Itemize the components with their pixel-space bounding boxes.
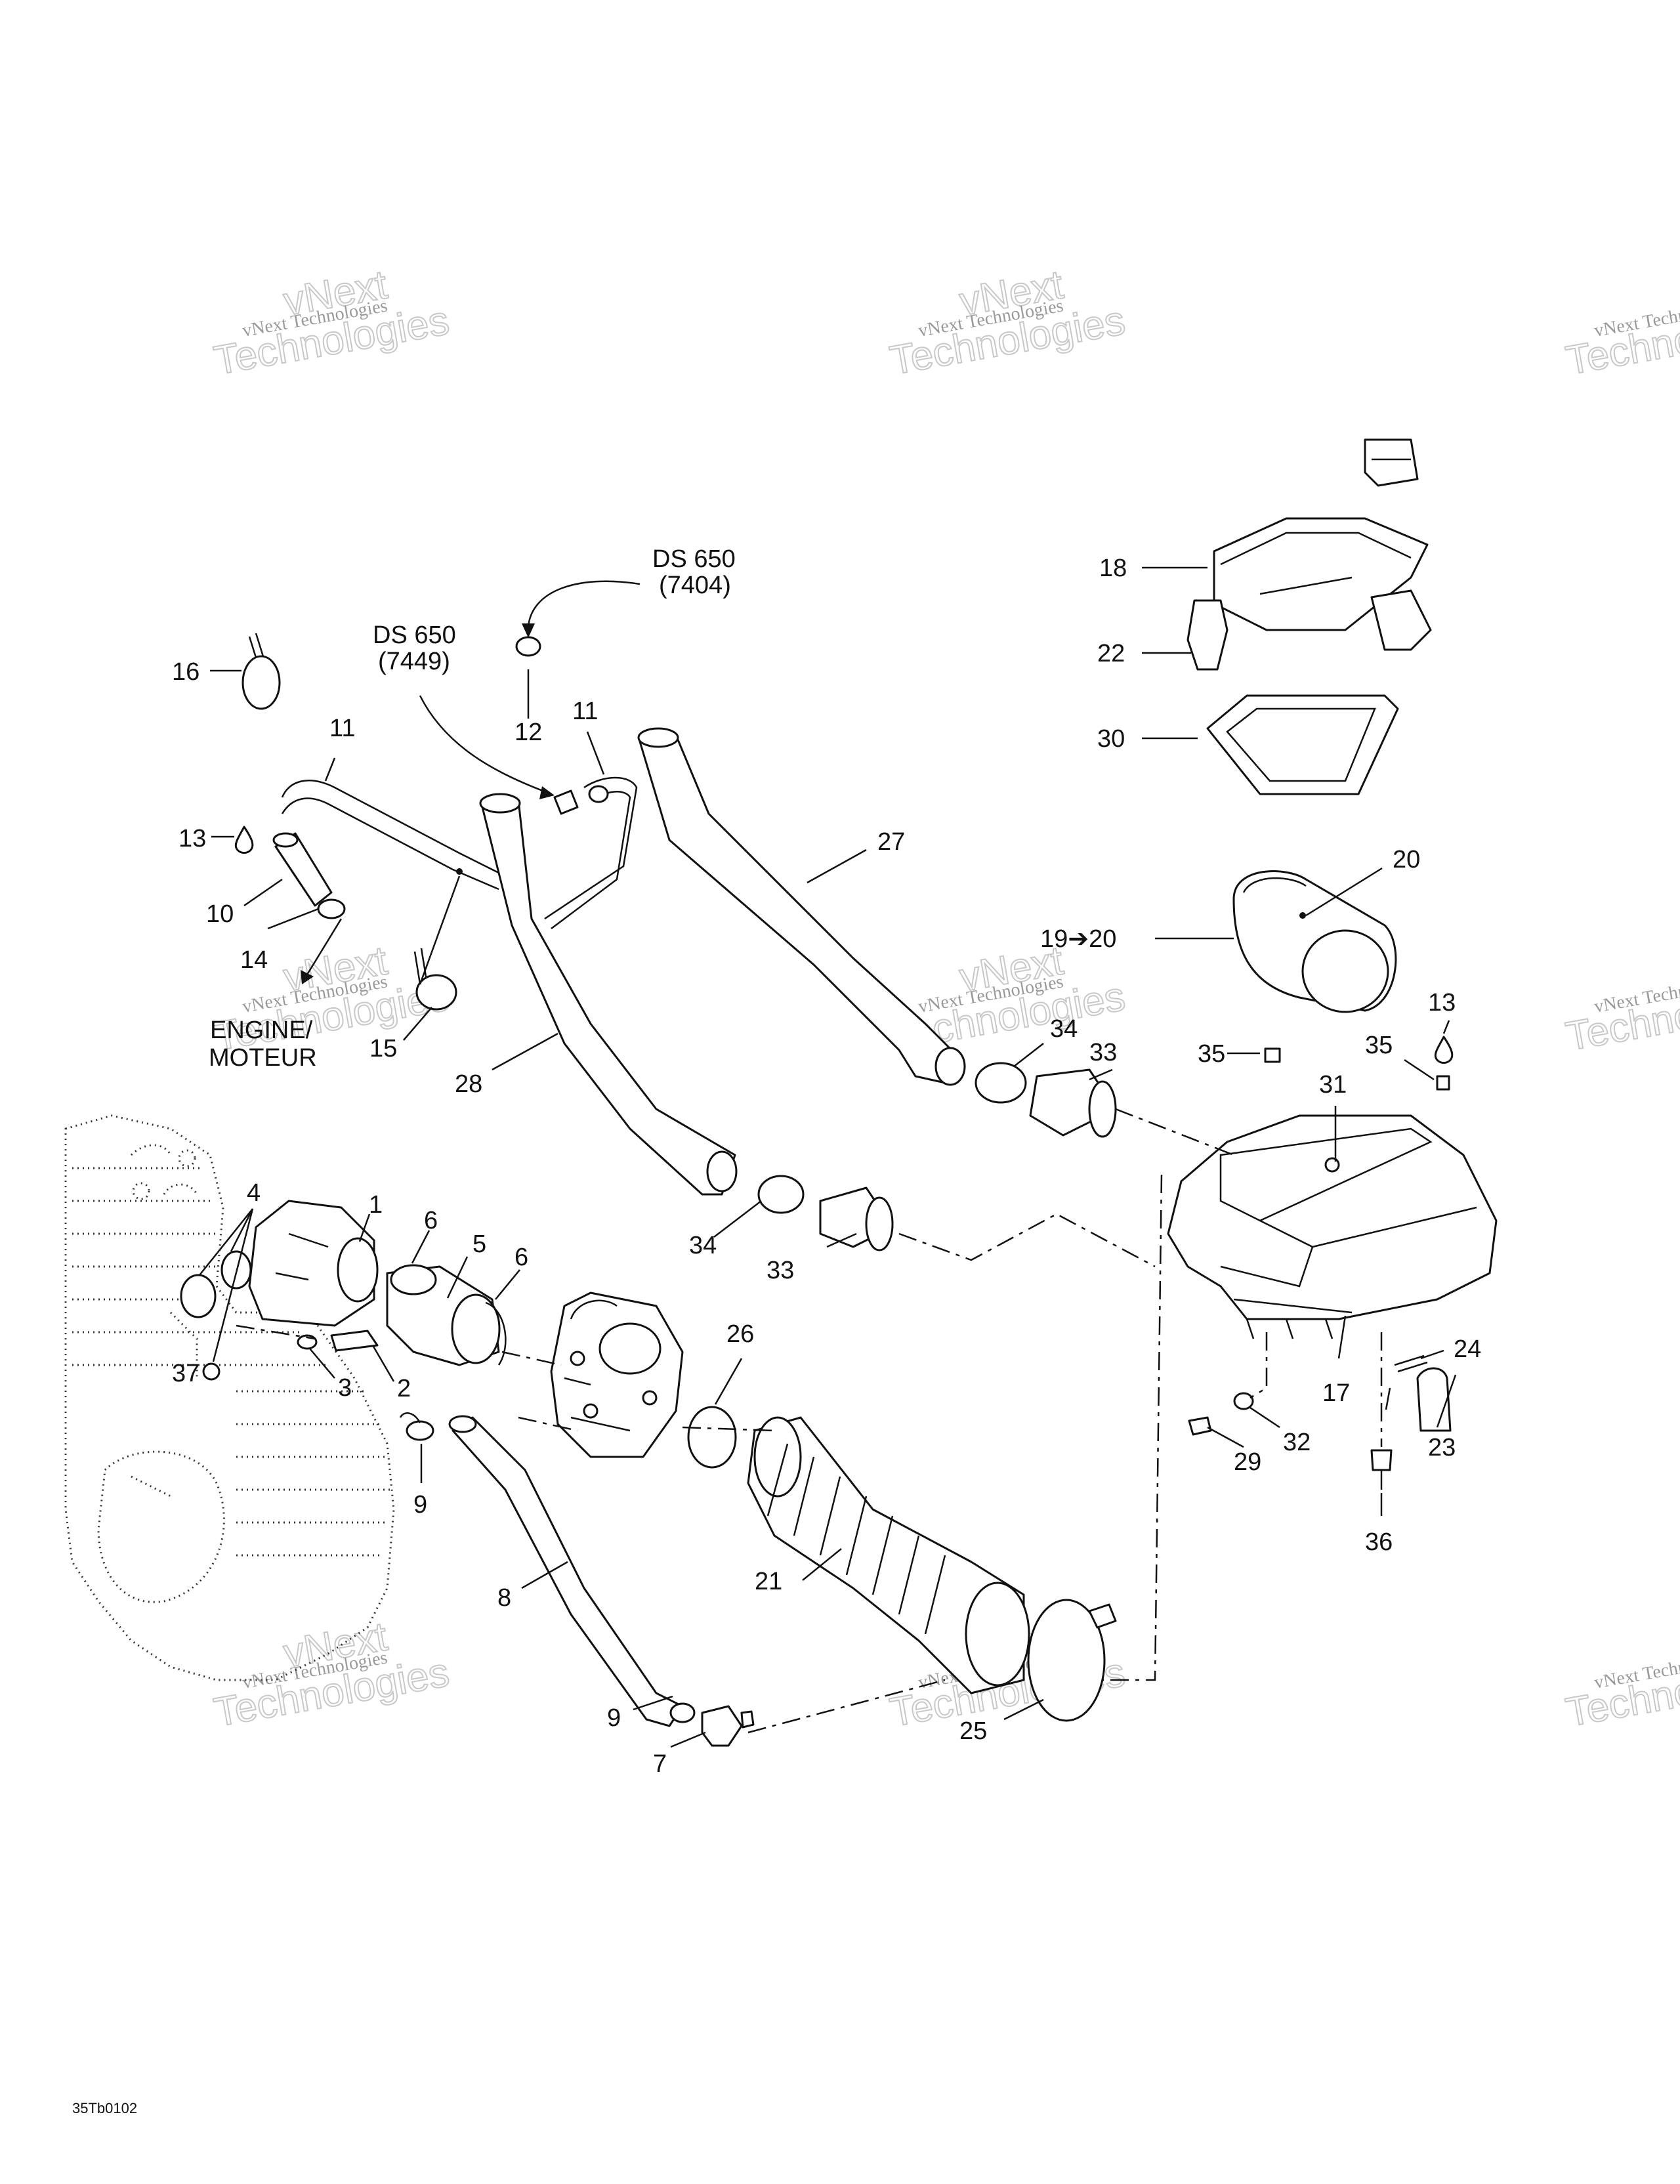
callout-33b: 33 (766, 1257, 794, 1284)
callout-2: 2 (397, 1375, 411, 1402)
part-34-clamps (757, 1062, 1027, 1214)
part-14-clamp (317, 898, 346, 919)
callout-30: 30 (1097, 725, 1125, 753)
note-ds650-b-code: (7449) (378, 648, 450, 675)
callout-35b: 35 (1365, 1032, 1393, 1059)
callout-6a: 6 (424, 1207, 438, 1234)
part-28-tube (479, 793, 738, 1196)
callout-18: 18 (1099, 555, 1127, 582)
callout-25: 25 (959, 1717, 987, 1745)
part-21-intake-bellows (747, 1416, 1030, 1694)
note-ds650-a-code: (7404) (659, 572, 731, 599)
callout-19-20: 19➔20 (1040, 925, 1116, 953)
part-20-air-filter (1232, 870, 1397, 1013)
callout-15: 15 (369, 1035, 397, 1062)
part-33-couplers (819, 1068, 1117, 1251)
callout-9a: 9 (413, 1491, 427, 1519)
callout-34b: 34 (689, 1232, 717, 1259)
part-10-hose (272, 832, 333, 907)
callout-7: 7 (653, 1750, 667, 1778)
part-12-valve (515, 636, 609, 815)
part-2-3-bolt-washer (297, 1330, 379, 1352)
callout-1: 1 (369, 1191, 383, 1219)
callout-31: 31 (1319, 1071, 1347, 1099)
callout-labels: 1 2 3 4 5 6 6 7 8 9 9 10 11 11 12 13 13 … (172, 555, 1481, 1778)
part-36-screw (1370, 1449, 1393, 1490)
callout-14: 14 (240, 946, 268, 974)
assembly-lines (236, 1108, 1383, 1734)
callout-24: 24 (1454, 1335, 1481, 1363)
callout-13a: 13 (178, 825, 206, 852)
callout-33a: 33 (1089, 1039, 1117, 1066)
engine-outline (64, 1114, 395, 1681)
note-ds650-b: DS 650 (373, 621, 456, 649)
part-35-caps (1264, 1047, 1450, 1091)
callout-22: 22 (1097, 640, 1125, 667)
note-moteur: MOTEUR (209, 1044, 317, 1072)
part-16-cable-tie (242, 633, 281, 710)
part-37-fitting (202, 1362, 220, 1381)
part-17-airbox (1167, 1114, 1498, 1339)
part-22-clips (1186, 589, 1432, 671)
part-29-32-bolt-washer (1188, 1392, 1254, 1436)
callout-8: 8 (497, 1584, 511, 1612)
part-27-tube (637, 727, 966, 1086)
notes: DS 650 (7404) DS 650 (7449) ENGINE/ MOTE… (72, 545, 736, 2116)
note-engine: ENGINE/ (210, 1017, 313, 1044)
part-26-clamp (687, 1406, 737, 1469)
arrow-engine (301, 918, 343, 984)
callout-11b: 11 (572, 698, 598, 725)
part-5-intake-boot (386, 1264, 507, 1366)
part-carburetor (550, 1292, 684, 1458)
callout-11a: 11 (329, 715, 355, 742)
drawing-code: 35Tb0102 (72, 2100, 137, 2116)
callout-13b: 13 (1428, 989, 1456, 1017)
callout-4: 4 (247, 1179, 261, 1207)
callout-32: 32 (1283, 1429, 1311, 1456)
part-4-o-rings (180, 1250, 252, 1318)
callout-26: 26 (726, 1320, 754, 1348)
callout-9b: 9 (607, 1704, 621, 1732)
leader-lines (199, 566, 1457, 1748)
callout-20: 20 (1393, 846, 1420, 873)
callout-36: 36 (1365, 1528, 1393, 1556)
part-8-drain-hose (448, 1415, 684, 1727)
callout-27: 27 (877, 828, 905, 856)
part-1-adaptor (248, 1200, 379, 1327)
callout-12: 12 (514, 719, 542, 746)
part-30-gasket (1206, 694, 1399, 795)
note-ds650-a: DS 650 (652, 545, 736, 573)
callout-10: 10 (206, 900, 234, 928)
callout-6b: 6 (514, 1244, 528, 1271)
callout-37: 37 (172, 1360, 200, 1387)
callout-29: 29 (1234, 1448, 1261, 1476)
part-13-drop (234, 826, 1454, 1064)
part-7-elbow (701, 1705, 755, 1747)
callout-35a: 35 (1198, 1040, 1225, 1068)
callout-5: 5 (472, 1230, 486, 1258)
callout-34a: 34 (1050, 1015, 1078, 1043)
part-15-cable-tie (413, 948, 457, 1011)
part-25-clamp (1027, 1599, 1117, 1722)
callout-23: 23 (1428, 1434, 1456, 1461)
part-9-clamps (399, 1412, 696, 1723)
part-23-plug (1416, 1367, 1452, 1432)
arrow-ds650-7404 (522, 580, 640, 638)
callout-21: 21 (755, 1568, 782, 1595)
callout-28: 28 (455, 1070, 482, 1098)
arrow-ds650-7449 (419, 695, 555, 799)
callout-16: 16 (172, 658, 200, 686)
callout-17: 17 (1322, 1379, 1350, 1407)
callout-3: 3 (338, 1374, 352, 1402)
part-24-pin (1394, 1354, 1428, 1373)
